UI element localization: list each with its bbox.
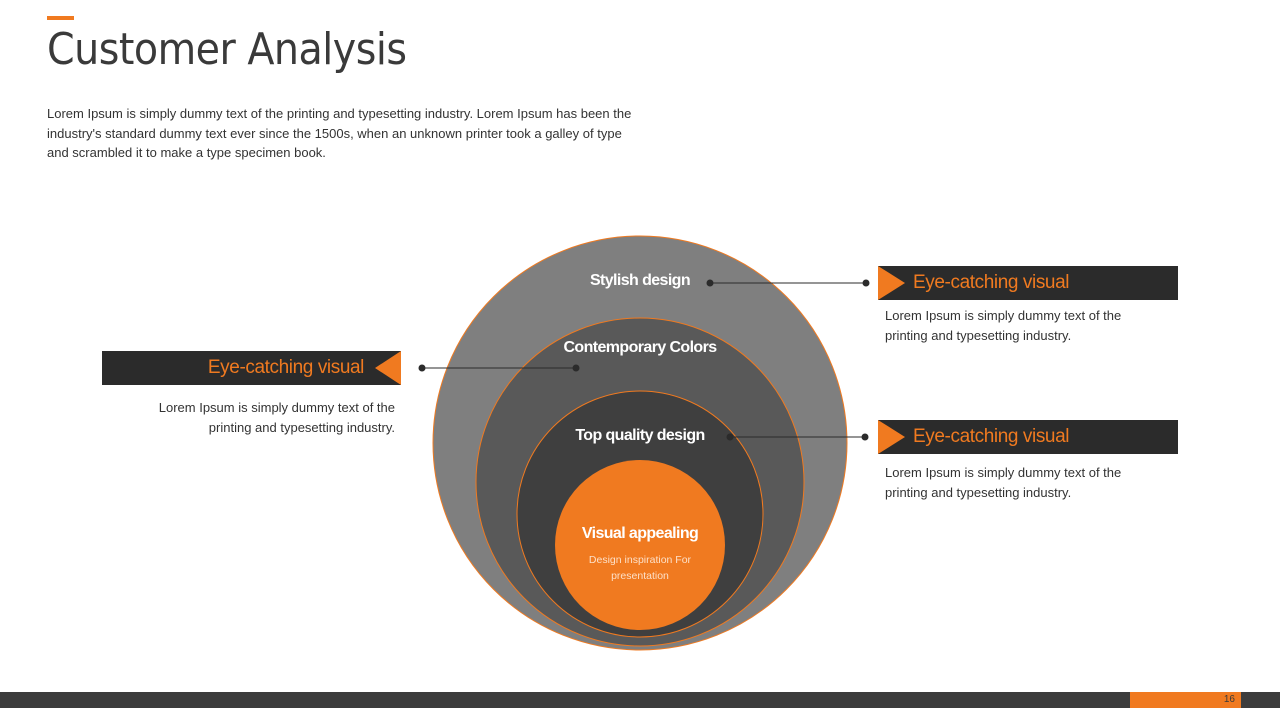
footer-bar bbox=[0, 692, 1280, 708]
connector-dot-3b bbox=[861, 433, 869, 441]
core-circle bbox=[555, 460, 725, 630]
connector-dot-1a bbox=[706, 279, 714, 287]
ring-label-top-quality-design: Top quality design bbox=[575, 427, 705, 444]
reverse-arrow-icon bbox=[375, 351, 401, 385]
ring-label-contemporary-colors: Contemporary Colors bbox=[563, 339, 717, 356]
page-title: Customer Analysis bbox=[47, 24, 407, 75]
connector-dot-2a bbox=[418, 364, 426, 372]
callout-banner-bottom-right: Eye-catching visual bbox=[878, 420, 1178, 454]
ring-label-stylish-design: Stylish design bbox=[589, 272, 691, 289]
play-arrow-icon bbox=[878, 266, 905, 300]
play-arrow-icon bbox=[878, 420, 905, 454]
connector-dot-2b bbox=[572, 364, 580, 372]
callout-text-bottom-right: Lorem Ipsum is simply dummy text of the … bbox=[885, 465, 1122, 500]
callout-text-left: Lorem Ipsum is simply dummy text of the … bbox=[158, 400, 395, 435]
connector-dot-1b bbox=[862, 279, 870, 287]
callout-title: Eye-catching visual bbox=[913, 426, 1070, 447]
page-number: 16 bbox=[1130, 692, 1241, 708]
core-title: Visual appealing bbox=[581, 525, 699, 542]
callout-title: Eye-catching visual bbox=[207, 357, 364, 378]
callout-banner-left: Eye-catching visual bbox=[102, 351, 401, 385]
title-accent-bar bbox=[47, 16, 74, 20]
callout-text-top-right: Lorem Ipsum is simply dummy text of the … bbox=[885, 308, 1122, 343]
connector-dot-3a bbox=[726, 433, 734, 441]
callout-title: Eye-catching visual bbox=[913, 272, 1070, 293]
core-subtitle: Design inspiration For presentation bbox=[588, 554, 692, 582]
callout-banner-top-right: Eye-catching visual bbox=[878, 266, 1178, 300]
intro-paragraph: Lorem Ipsum is simply dummy text of the … bbox=[47, 106, 632, 160]
